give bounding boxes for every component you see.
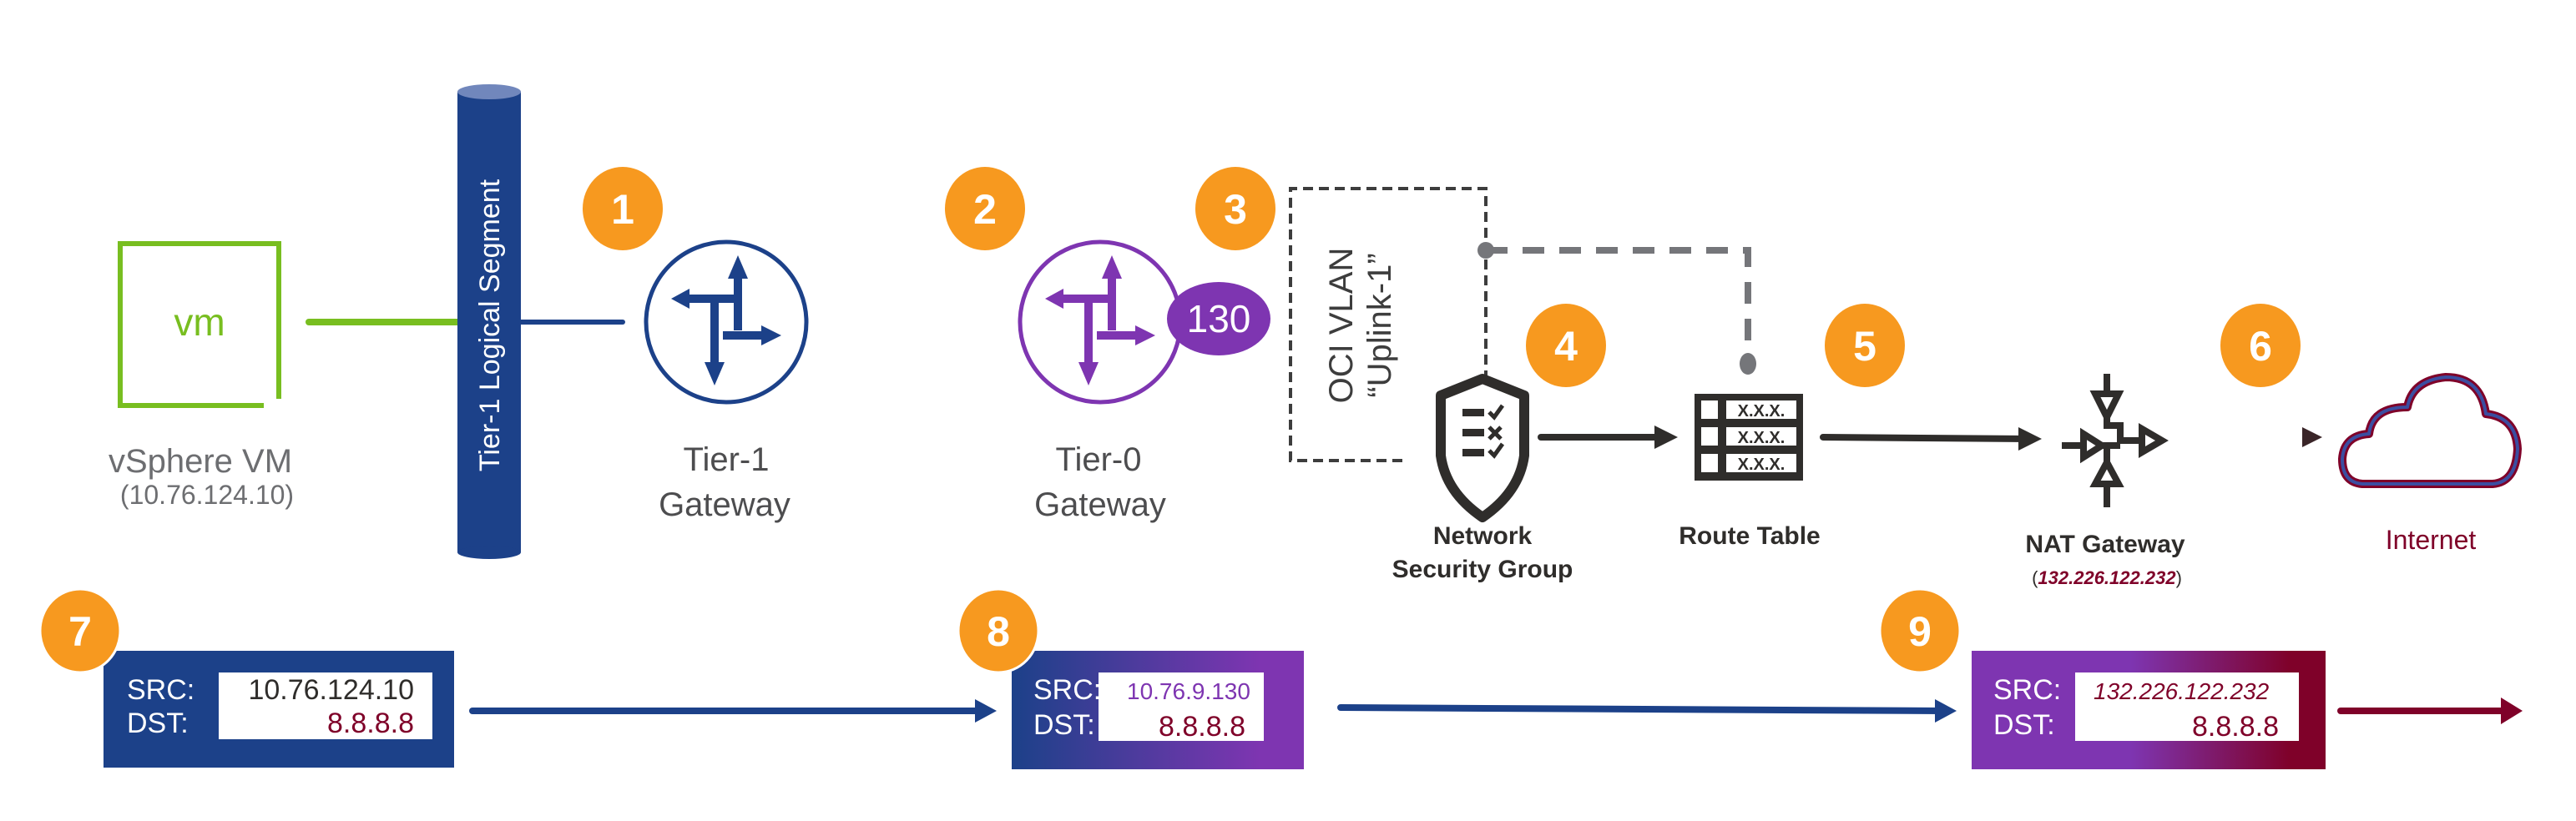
- nsg-label-line2: Security Group: [1392, 556, 1573, 583]
- dst-label: DST:: [1033, 709, 1095, 741]
- association-dot: [1740, 353, 1756, 375]
- route-entry: X.X.X.: [1738, 456, 1786, 474]
- router-arrows-icon: [671, 255, 781, 385]
- src-label: SRC:: [1993, 674, 2061, 706]
- route-entry: X.X.X.: [1738, 402, 1786, 421]
- packet-before-snat[interactable]: SRC: DST: 10.76.124.10 8.8.8.8: [104, 651, 454, 768]
- segment-bottom-cap: [457, 546, 521, 559]
- network-security-group[interactable]: Network Security Group: [1392, 374, 1573, 583]
- dst-label: DST:: [127, 708, 189, 739]
- step-number: 1: [611, 186, 634, 233]
- vm-node[interactable]: vm vSphere VM (10.76.124.10): [109, 241, 294, 510]
- step-number: 2: [973, 186, 997, 233]
- vm-icon-text: vm: [174, 300, 225, 344]
- step-badge-3: 3: [1195, 167, 1275, 250]
- nat-gateway[interactable]: NAT Gateway (132.226.122.232): [2025, 374, 2185, 588]
- step-badge-6: 6: [2220, 304, 2301, 387]
- tier1-label-line1: Tier-1: [684, 441, 770, 478]
- segment-body: [457, 92, 521, 552]
- step-number: 7: [68, 608, 92, 655]
- step-badge-5: 5: [1825, 304, 1905, 387]
- src-label: SRC:: [1033, 674, 1101, 706]
- vm-ip: (10.76.124.10): [120, 480, 294, 510]
- flow-arrow-to-internet: [2337, 698, 2523, 724]
- vm-label: vSphere VM: [109, 443, 292, 480]
- interface-id: 130: [1187, 297, 1251, 340]
- dst-label: DST:: [1993, 709, 2055, 741]
- vlan-label-line1: OCI VLAN: [1323, 248, 1360, 404]
- nsg-to-route-table-arrow: [1538, 426, 1678, 449]
- step-badge-7: 7: [38, 587, 122, 674]
- packet-address-field: [219, 672, 432, 739]
- shield-icon: [1436, 374, 1529, 522]
- step-badge-4: 4: [1526, 304, 1606, 387]
- vlan-boundary: [1289, 187, 1488, 462]
- step-number: 9: [1908, 608, 1932, 655]
- src-ip: 10.76.124.10: [248, 674, 414, 706]
- src-ip: 10.76.9.130: [1127, 678, 1250, 704]
- step-number: 3: [1224, 186, 1247, 233]
- route-table-association: [1477, 242, 1756, 375]
- tier1-logical-segment[interactable]: Tier-1 Logical Segment: [457, 84, 521, 559]
- nat-to-internet-arrow: [2195, 427, 2322, 447]
- nat-label: NAT Gateway: [2025, 531, 2185, 558]
- tier1-label-line2: Gateway: [659, 486, 790, 523]
- step-badge-8: 8: [957, 587, 1040, 674]
- step-badge-9: 9: [1878, 587, 1962, 674]
- router-arrows-icon: [1045, 255, 1155, 385]
- internet-label: Internet: [2386, 525, 2477, 555]
- vm-icon: [118, 241, 281, 408]
- tier1-circle: [644, 239, 809, 405]
- step-badge-2: 2: [945, 167, 1025, 250]
- dst-ip: 8.8.8.8: [1159, 711, 1245, 743]
- step-number: 8: [987, 608, 1010, 655]
- route-table-label: Route Table: [1679, 522, 1820, 550]
- packet-after-tier0[interactable]: SRC: DST: 10.76.9.130 8.8.8.8: [1012, 651, 1304, 769]
- nat-icon: [2062, 374, 2169, 507]
- tier1-gateway[interactable]: Tier-1 Gateway: [644, 239, 809, 523]
- flow-arrow-8-to-9: [1337, 699, 1957, 723]
- route-table[interactable]: X.X.X. X.X.X. X.X.X. Route Table: [1679, 394, 1821, 550]
- flow-arrow-7-to-8: [469, 699, 997, 723]
- step-number: 6: [2249, 323, 2272, 370]
- tier0-circle: [1018, 239, 1183, 405]
- step-number: 5: [1853, 323, 1876, 370]
- route-entry: X.X.X.: [1738, 429, 1786, 447]
- src-label: SRC:: [127, 674, 194, 706]
- cloud-icon-inner: [2341, 375, 2519, 486]
- segment-top-cap: [457, 84, 521, 99]
- src-ip: 132.226.122.232: [2094, 678, 2270, 704]
- packet-after-nat[interactable]: SRC: DST: 132.226.122.232 8.8.8.8: [1972, 651, 2326, 769]
- route-table-to-nat-arrow: [1820, 427, 2042, 451]
- vlan-label-line2: “Uplink-1”: [1361, 253, 1398, 397]
- tier0-uplink-interface[interactable]: 130: [1167, 282, 1270, 355]
- association-dot: [1477, 242, 1494, 259]
- nat-public-ip: 132.226.122.232: [2038, 567, 2176, 588]
- table-icon: X.X.X. X.X.X. X.X.X.: [1695, 394, 1803, 481]
- dst-ip: 8.8.8.8: [327, 708, 414, 739]
- segment-label: Tier-1 Logical Segment: [474, 179, 506, 471]
- nat-ip-paren: ): [2176, 567, 2182, 588]
- tier0-label-line1: Tier-0: [1056, 441, 1142, 478]
- step-badge-1: 1: [583, 167, 663, 250]
- nsg-label-line1: Network: [1433, 522, 1533, 550]
- packet-address-field: [2075, 672, 2299, 741]
- tier0-label-line2: Gateway: [1034, 486, 1166, 523]
- oci-vlan[interactable]: OCI VLAN “Uplink-1”: [1289, 187, 1488, 462]
- internet[interactable]: Internet: [2338, 373, 2522, 555]
- tier0-gateway[interactable]: Tier-0 Gateway: [1018, 239, 1183, 523]
- packet-address-field: [1099, 672, 1264, 741]
- interface-badge: [1167, 282, 1270, 355]
- nat-ip-paren: (: [2032, 567, 2038, 588]
- step-number: 4: [1554, 323, 1578, 370]
- dst-ip: 8.8.8.8: [2192, 711, 2279, 743]
- nat-ip: (132.226.122.232): [2032, 567, 2182, 588]
